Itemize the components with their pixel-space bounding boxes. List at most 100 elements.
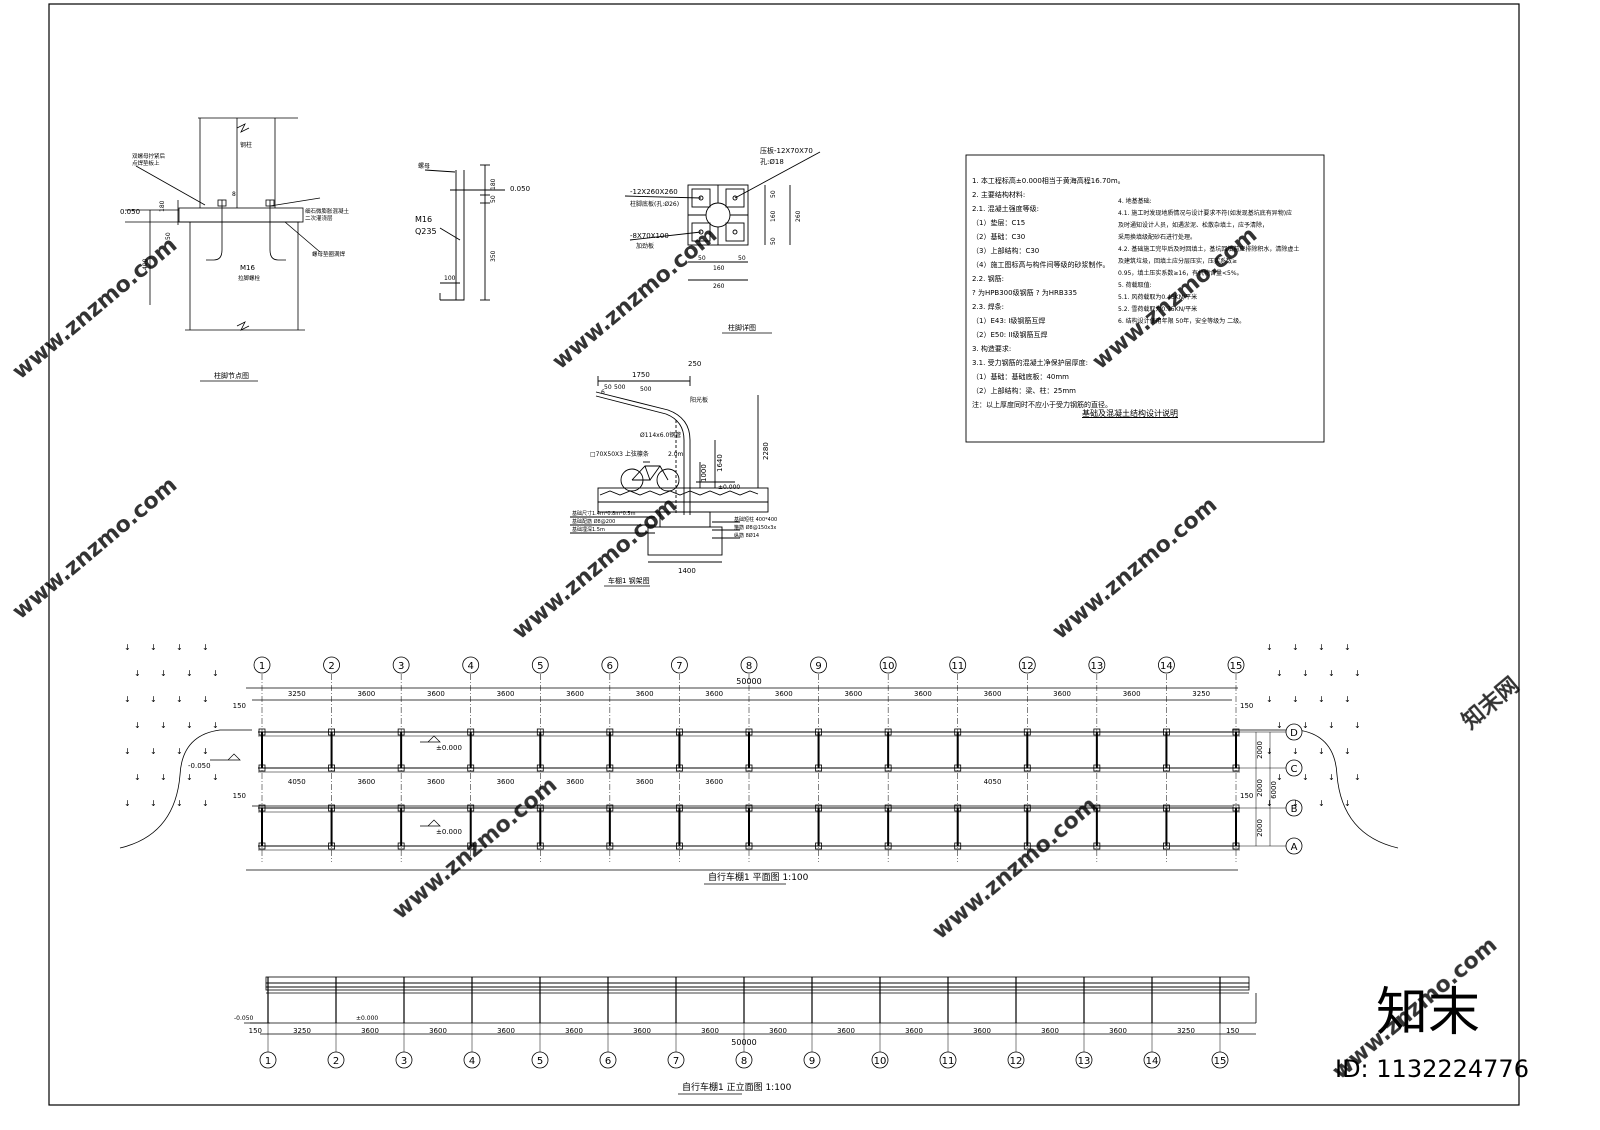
lawn-mark-right: ↓ [1318, 695, 1325, 704]
base-plate-detail [624, 151, 821, 281]
lawn-mark-right: ↓ [1344, 747, 1351, 756]
lawn-mark-left: ↓ [160, 669, 167, 678]
plan-top-span: 3250 [1192, 690, 1210, 698]
plan-axis-bubble [253, 656, 271, 674]
label-double-nut: 双螺母拧紧后 [132, 152, 166, 160]
bolt-label-nut: 螺母 [418, 162, 430, 170]
frame-dim-1750: 1750 [632, 371, 650, 379]
design-notes-title: 基础及混凝土结构设计说明 [1082, 409, 1178, 418]
elev-total: 50000 [731, 1038, 756, 1047]
plan-top-span: 3600 [984, 690, 1002, 698]
plan-axis-bubble [949, 656, 967, 674]
plate-dim-50d: 50 [770, 237, 777, 245]
plan-view [119, 687, 1399, 871]
bolt-label-q235: Q235 [415, 227, 437, 236]
elev-span: 3600 [497, 1027, 515, 1035]
plan-level-3: -0.050 [188, 762, 211, 770]
lawn-mark-left: ↓ [150, 799, 157, 808]
elev-span: 3600 [429, 1027, 447, 1035]
plan-top-span: 3600 [566, 690, 584, 698]
plate-dim-160a: 160 [713, 265, 725, 272]
sheet-border [48, 3, 1520, 1106]
frame-right-note-2: 箍筋 Ø8@150x3x [734, 524, 776, 531]
plan-axis-label: 5 [537, 661, 543, 672]
lawn-mark-right: ↓ [1266, 695, 1273, 704]
watermark-site-2: www.znzmo.com [548, 223, 722, 375]
frame-label-purlin: □70X50X3 上弦檩条 [590, 450, 649, 458]
plan-level-triangle [210, 753, 241, 761]
note-right-line: 4.2. 基础施工完毕后及时回填土，基坑回填前应排除积水，清除虚土 [1118, 246, 1300, 253]
plan-mid-span: 3600 [566, 778, 584, 786]
label-fine-stone-concrete: 细石微膨胀混凝土 [305, 207, 350, 215]
plate-dim-50c: 50 [770, 190, 777, 198]
lawn-mark-right: ↓ [1328, 773, 1335, 782]
plan-top-span: 3600 [775, 690, 793, 698]
plan-edge-left-2: 150 [233, 792, 246, 800]
plan-edge-left: 150 [233, 702, 246, 710]
watermark-site-6: www.znzmo.com [1048, 493, 1222, 645]
plan-axis-label: 15 [1230, 661, 1243, 672]
frame-left-note-3: 基础埋深1.5m [572, 526, 605, 533]
plan-level-triangle [420, 735, 441, 743]
lawn-mark-left: ↓ [150, 747, 157, 756]
plan-row-bubble [1285, 837, 1303, 855]
lawn-mark-left: ↓ [186, 773, 193, 782]
elev-axis-label: 9 [809, 1056, 815, 1067]
plan-level-1: ±0.000 [436, 744, 462, 752]
lawn-mark-left: ↓ [124, 695, 131, 704]
elev-axis-bubble [939, 1051, 957, 1069]
plan-axis-label: 3 [398, 661, 404, 672]
note-left-line: （1）E43: I级钢筋互焊 [972, 317, 1046, 325]
plan-row-bubble [1285, 759, 1303, 777]
elev-axis-label: 5 [537, 1056, 543, 1067]
elev-axis-bubble [1143, 1051, 1161, 1069]
watermark-logo-1: 知末网 [1457, 672, 1524, 734]
frame-left-note-2: 基础配筋 Ø8@200 [572, 518, 615, 525]
lawn-mark-left: ↓ [160, 773, 167, 782]
plate-dim-260a: 260 [713, 283, 725, 290]
plan-title: 自行车棚1 平面图 1:100 [708, 871, 809, 883]
plate-label-base: -12X260X260 [630, 188, 678, 196]
plan-row-bubble [1285, 723, 1303, 741]
lawn-mark-right: ↓ [1302, 721, 1309, 730]
column-foot-title: 柱脚节点图 [214, 371, 249, 380]
dim-level-0050: 0.050 [120, 208, 140, 216]
plan-mid-span: 3600 [636, 778, 654, 786]
frame-label-height: 2.0m [668, 451, 684, 458]
plan-axis-bubble [740, 656, 758, 674]
lawn-mark-right: ↓ [1276, 669, 1283, 678]
plate-label-base-hole: 柱脚底板(孔:Ø26) [630, 200, 679, 208]
label-m16: M16 [240, 264, 255, 272]
frame-left-note-1: 基础尺寸1.4m*0.8m*0.5m [572, 510, 636, 517]
lawn-mark-left: ↓ [124, 643, 131, 652]
plan-top-span: 3600 [427, 690, 445, 698]
note-right-line: 及建筑垃圾，回填土应分层压实，压实系数≥ [1118, 258, 1238, 265]
plate-dim-260b: 260 [795, 210, 802, 222]
elev-edge-right: 150 [1226, 1027, 1239, 1035]
lawn-mark-left: ↓ [134, 773, 141, 782]
lawn-mark-left: ↓ [176, 747, 183, 756]
lawn-mark-left: ↓ [202, 695, 209, 704]
elev-span: 3600 [633, 1027, 651, 1035]
plan-axis-label: 10 [882, 661, 895, 672]
lawn-mark-left: ↓ [212, 773, 219, 782]
bolt-label-m16: M16 [415, 215, 432, 224]
lawn-mark-right: ↓ [1292, 747, 1299, 756]
plan-mid-span: 4050 [288, 778, 306, 786]
plan-edge-right-2: 150 [1240, 792, 1253, 800]
plan-right-dim: 2000 [1256, 741, 1264, 759]
lawn-mark-left: ↓ [202, 799, 209, 808]
anchor-bolt-detail [424, 164, 505, 301]
lawn-mark-right: ↓ [1318, 799, 1325, 808]
label-grout-layer: 二次灌浇层 [305, 214, 333, 222]
plan-axis-label: 2 [328, 661, 334, 672]
note-right-line: 5.2. 雪荷载取为0.75KN/平米 [1118, 306, 1198, 313]
plan-row-label: B [1291, 804, 1298, 815]
lawn-mark-left: ↓ [124, 747, 131, 756]
elev-axis-label: 6 [605, 1056, 611, 1067]
frame-label-sunboard: 阳光板 [690, 396, 708, 404]
lawn-mark-right: ↓ [1276, 773, 1283, 782]
